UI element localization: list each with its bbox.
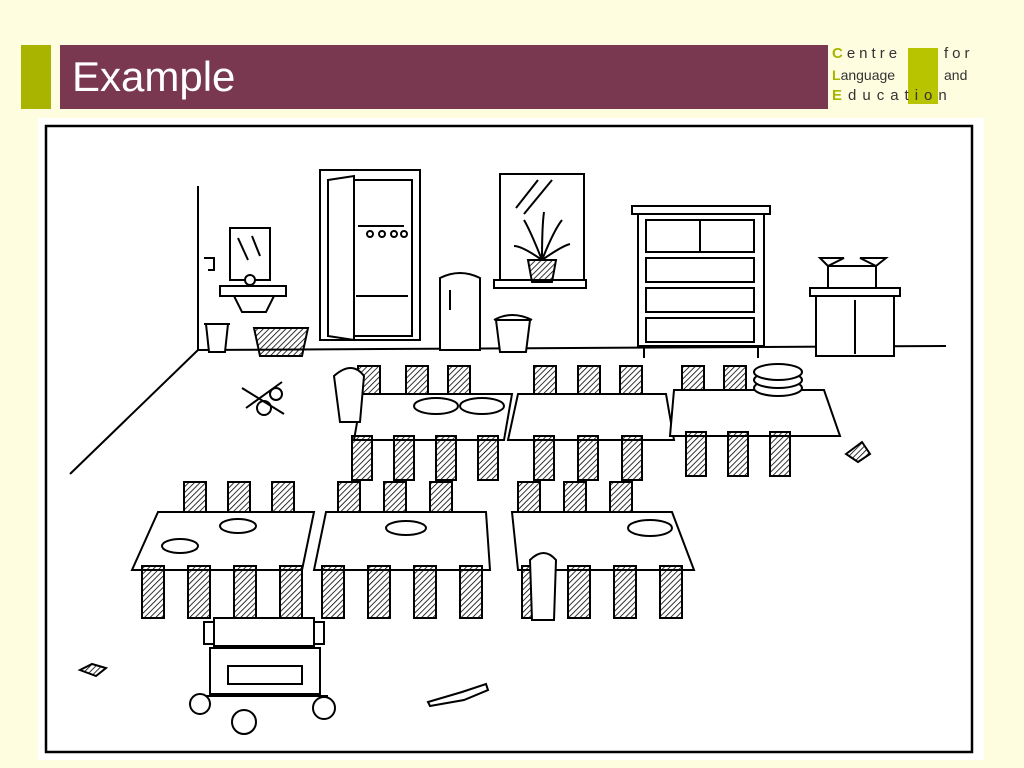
sink-icon — [204, 227, 287, 313]
waste-bin-icon — [204, 323, 230, 353]
door-icon — [319, 169, 421, 342]
title-bar — [60, 45, 828, 109]
trash-can-icon — [439, 272, 481, 351]
logo-block — [908, 48, 938, 104]
candy-wrapper-icon — [77, 662, 109, 678]
back-tables — [332, 363, 842, 481]
scissors-icon — [241, 381, 285, 416]
banana-peel-icon — [844, 440, 872, 464]
knife-icon — [426, 682, 490, 708]
chest-of-drawers-icon — [631, 205, 771, 358]
logo-row-2: Language and — [832, 67, 968, 83]
slide-title: Example — [72, 53, 236, 100]
front-tables — [130, 481, 696, 621]
illustration-frame — [38, 118, 984, 760]
potted-plant-icon — [513, 211, 571, 283]
cabinet-icon — [809, 257, 901, 357]
bucket-icon — [493, 314, 533, 353]
logo-row-3: Education — [832, 87, 953, 104]
dining-room-illustration — [44, 124, 974, 754]
logo: Centre for Language and Education — [832, 44, 982, 110]
logo-row-1: Centre for — [832, 45, 974, 62]
basket-icon — [252, 327, 310, 357]
accent-bar — [21, 45, 51, 109]
serving-trolley-icon — [189, 617, 336, 735]
